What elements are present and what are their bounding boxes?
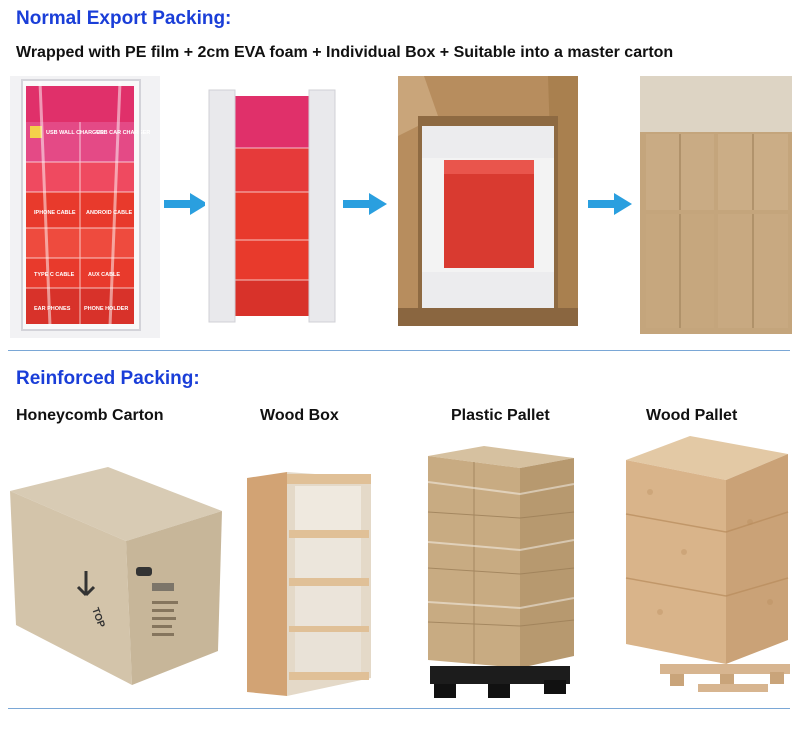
arrow-right-icon xyxy=(164,193,208,220)
wood-pallet-caption: Wood Pallet xyxy=(646,407,738,424)
wood-pallet-photo xyxy=(620,432,792,698)
display-label-aux-cable: AUX CABLE xyxy=(88,272,120,278)
display-label-phone-holder: PHONE HOLDER xyxy=(84,306,128,312)
eva-foam-wrapped-display-photo xyxy=(205,84,339,328)
bottom-divider xyxy=(8,708,790,709)
display-label-type-c-cable: TYPE C CABLE xyxy=(34,272,75,278)
section-divider xyxy=(8,350,790,351)
wood-box-caption: Wood Box xyxy=(260,407,339,424)
normal-packing-heading: Normal Export Packing: xyxy=(16,8,232,29)
honeycomb-carton-photo: TOP xyxy=(8,455,224,695)
master-carton-stack-photo xyxy=(640,76,792,334)
pe-film-wrapped-display-photo: USB WALL CHARGER USB CAR CHARGER IPHONE … xyxy=(10,76,160,338)
arrow-right-icon xyxy=(343,193,387,220)
display-label-iphone-cable: IPHONE CABLE xyxy=(34,210,76,216)
display-label-ear-phones: EAR PHONES xyxy=(34,306,71,312)
plastic-pallet-photo xyxy=(424,442,578,704)
honeycomb-carton-caption: Honeycomb Carton xyxy=(16,407,164,424)
plastic-pallet-caption: Plastic Pallet xyxy=(451,407,550,424)
display-in-individual-box-photo xyxy=(398,76,578,326)
display-label-usb-wall-charger: USB WALL CHARGER xyxy=(46,130,104,136)
arrow-right-icon xyxy=(588,193,632,220)
wood-box-photo xyxy=(245,468,373,700)
reinforced-packing-heading: Reinforced Packing: xyxy=(16,368,200,389)
display-label-android-cable: ANDROID CABLE xyxy=(86,210,132,216)
normal-packing-subtitle: Wrapped with PE film + 2cm EVA foam + In… xyxy=(16,44,674,61)
display-label-usb-car-charger: USB CAR CHARGER xyxy=(96,130,150,136)
